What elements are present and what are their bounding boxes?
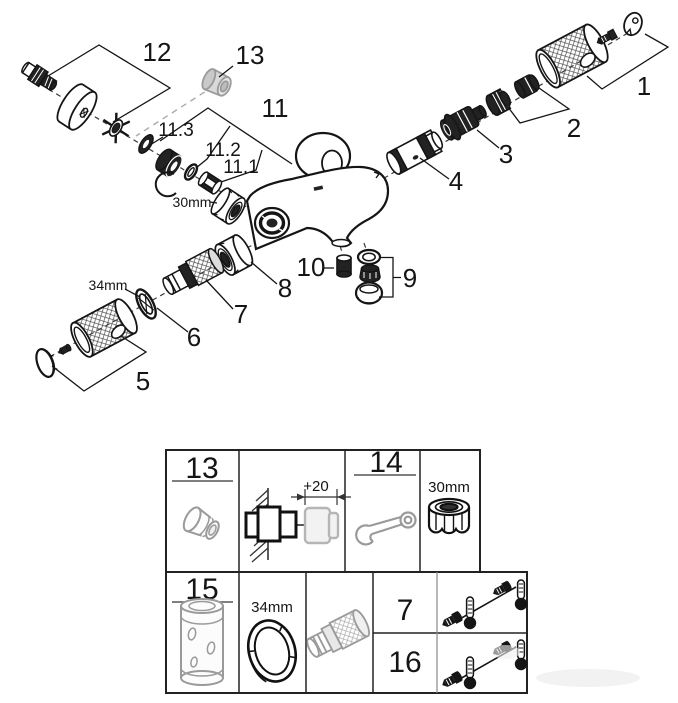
part-4-extension — [386, 129, 444, 175]
part-11-grommet — [154, 148, 183, 198]
table-label-14: 14 — [369, 446, 402, 479]
part-3-thermostat-cartridge — [439, 104, 487, 141]
part-12-connector — [21, 61, 58, 92]
leader-11-2 — [195, 125, 231, 169]
part-2-stop-ring — [485, 87, 512, 117]
table-label-13: 13 — [185, 452, 218, 485]
label-3: 3 — [499, 139, 513, 169]
table-label-34mm: 34mm — [251, 599, 293, 616]
part-7-cartridge — [162, 247, 225, 296]
bracket-9 — [379, 256, 401, 298]
part-12-escutcheon — [56, 83, 98, 131]
part-11-3-ring — [138, 134, 154, 154]
bracket-11 — [159, 107, 293, 165]
sleeve-15-icon — [180, 598, 224, 686]
label-13: 13 — [236, 40, 265, 70]
label-11-1: 11.1 — [223, 157, 259, 178]
label-30mm: 30mm — [173, 194, 212, 210]
label-7: 7 — [234, 299, 248, 329]
leader-7 — [205, 279, 234, 310]
part-9-aerator-shell — [354, 281, 384, 305]
label-4: 4 — [449, 166, 463, 196]
part-10-plug — [336, 254, 352, 278]
table-label-16: 16 — [388, 646, 421, 679]
leader-3 — [476, 129, 500, 149]
part-1-knurled-sleeve — [535, 23, 609, 89]
part-1-screw — [596, 28, 618, 45]
part-8-union-nut — [214, 234, 254, 276]
part-30mm-nut — [210, 187, 246, 225]
label-8: 8 — [278, 273, 292, 303]
watermark-smudge — [492, 645, 640, 687]
leader-8 — [250, 261, 278, 285]
label-10: 10 — [297, 252, 326, 282]
leader-6 — [156, 307, 189, 333]
cartridge-icon — [306, 609, 371, 658]
part-13-ghost — [201, 68, 232, 97]
wrench-icon — [355, 511, 417, 546]
bracket-5 — [51, 335, 148, 392]
table-label-30mm: 30mm — [428, 479, 470, 496]
label-34mm: 34mm — [89, 277, 128, 293]
leader-34mm — [124, 288, 141, 298]
label-5: 5 — [136, 366, 150, 396]
ring-34mm-icon — [246, 619, 298, 683]
leader-30mm — [209, 201, 218, 204]
label-2: 2 — [567, 113, 581, 143]
part-9-washer — [356, 248, 382, 266]
part-12-star-handle — [101, 112, 131, 144]
bracket-1 — [586, 33, 670, 90]
label-12: 12 — [143, 37, 172, 67]
table-label-7: 7 — [397, 594, 414, 627]
label-1: 1 — [637, 71, 651, 101]
bracket-2 — [507, 87, 571, 124]
leader-lines — [47, 33, 670, 392]
part-2-cap — [513, 74, 540, 99]
nut-30mm-icon — [427, 497, 471, 535]
label-11-2: 11.2 — [205, 140, 241, 161]
faucet-body — [245, 131, 390, 251]
leader-4 — [419, 157, 450, 180]
part-5-cap — [35, 348, 58, 378]
label-11: 11 — [262, 93, 289, 123]
part-11-1-spacer — [197, 171, 223, 195]
parts-table: 13 — [165, 446, 529, 694]
label-9: 9 — [403, 263, 417, 293]
bracket-12 — [47, 44, 172, 123]
extension-part-icon — [182, 506, 220, 542]
part-1-key — [623, 11, 643, 37]
ghost-axis-part13 — [135, 85, 215, 137]
wall-mount-diagram: +20 — [244, 478, 351, 563]
label-11-3: 11.3 — [158, 120, 194, 141]
part-6-ring — [135, 288, 157, 320]
part-9-aerator-insert — [359, 264, 381, 283]
leader-11-1 — [220, 149, 263, 183]
part-5-screw — [58, 343, 72, 355]
label-6: 6 — [187, 322, 201, 352]
part-11-2-oring — [183, 163, 199, 181]
leader-13 — [218, 65, 234, 78]
leader-11-3 — [149, 136, 164, 146]
table-label-plus20: +20 — [303, 478, 328, 495]
part-5-knurled-sleeve — [70, 298, 138, 358]
